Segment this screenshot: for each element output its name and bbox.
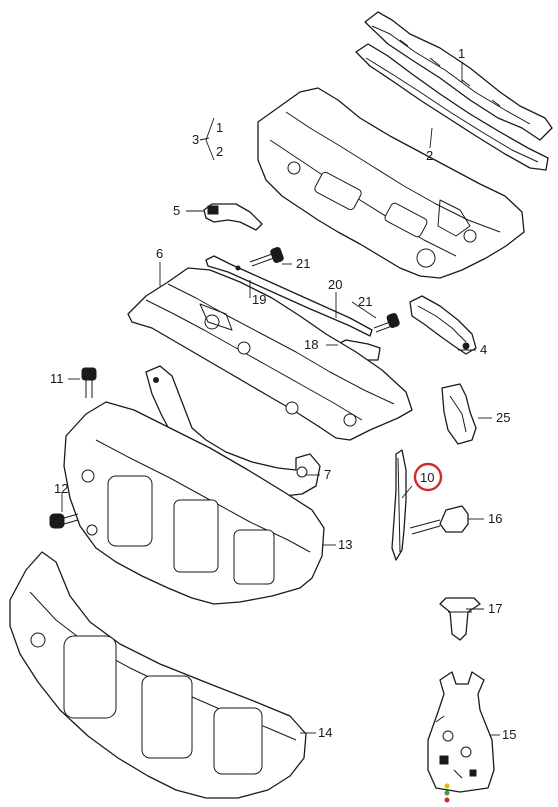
- part-11-bolt: [81, 367, 97, 398]
- highlight-ring-part-10: [413, 462, 443, 492]
- callout-21-upper: 21: [296, 256, 310, 271]
- callout-17: 17: [488, 601, 502, 616]
- part-21-screw-lower: [373, 312, 400, 333]
- part-14-front-carrier: [9, 551, 307, 799]
- part-3-bulkhead: [257, 87, 525, 279]
- callout-13: 13: [338, 537, 352, 552]
- part-15-parts-bag: [427, 671, 495, 793]
- part-10-support-rod: [391, 449, 407, 561]
- callout-4: 4: [480, 342, 487, 357]
- part-16-screw: [409, 505, 469, 535]
- callout-3-sub-2: 2: [216, 144, 223, 159]
- part-17-grommet: [439, 597, 481, 641]
- callout-20: 20: [328, 277, 342, 292]
- part-1-plenum-strip: [364, 11, 553, 141]
- callout-7: 7: [324, 467, 331, 482]
- part-2-plenum-strip: [355, 43, 549, 171]
- part-12-bolt: [49, 513, 79, 529]
- callout-15: 15: [502, 727, 516, 742]
- part-21-screw-upper: [249, 247, 284, 267]
- callout-19: 19: [252, 292, 266, 307]
- part-20-brace: [205, 255, 373, 337]
- callout-6: 6: [156, 246, 163, 261]
- status-dot-yellow: [444, 783, 450, 789]
- callout-16: 16: [488, 511, 502, 526]
- callout-5: 5: [173, 203, 180, 218]
- part-5-bracket: [203, 203, 263, 231]
- callout-25: 25: [496, 410, 510, 425]
- callout-12: 12: [54, 481, 68, 496]
- part-4-bracket: [409, 295, 477, 355]
- callout-10: 10: [420, 470, 434, 485]
- callout-21-lower: 21: [358, 294, 372, 309]
- callout-3-sub-1: 1: [216, 120, 223, 135]
- part-25-bracket: [441, 383, 477, 445]
- leader-lines: [61, 62, 500, 736]
- callout-18: 18: [304, 337, 318, 352]
- callout-2: 2: [426, 148, 433, 163]
- callout-1: 1: [458, 46, 465, 61]
- callout-3: 3: [192, 132, 199, 147]
- callout-labels: 1 2 3 1 2 4 5 6 7 10 11 12 13 14 15 16 1…: [50, 46, 516, 742]
- part-6-plenum-tray: [127, 267, 413, 441]
- callout-14: 14: [318, 725, 332, 740]
- status-dot-red: [444, 797, 450, 803]
- status-dot-green: [444, 790, 450, 796]
- callout-11: 11: [50, 371, 64, 386]
- part-13-front-carrier: [63, 401, 325, 605]
